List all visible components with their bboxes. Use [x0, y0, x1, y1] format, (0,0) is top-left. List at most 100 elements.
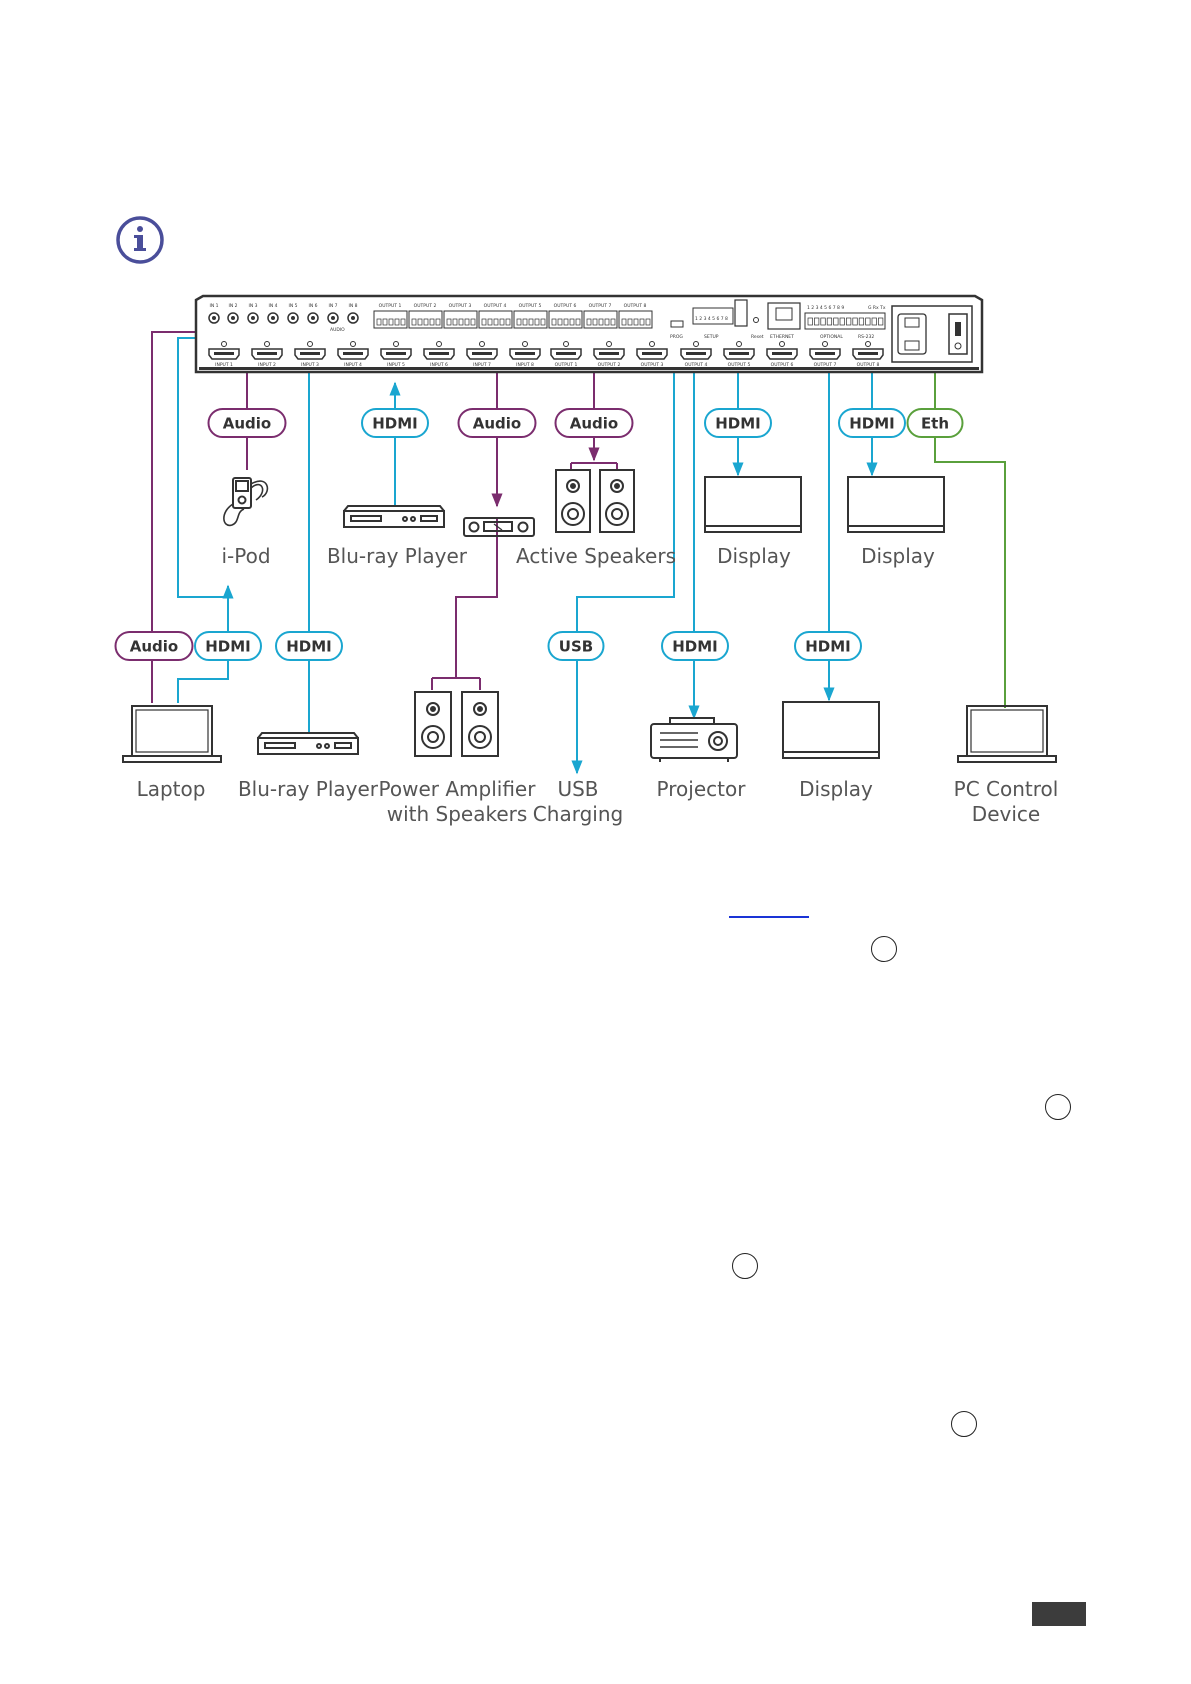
tag-hdmi-laptop-label: HDMI: [205, 638, 251, 656]
hdmi-input-port-label: INPUT 6: [430, 362, 448, 368]
terminal-pin: [852, 317, 858, 326]
audio-input-label: IN 4: [269, 303, 278, 309]
audio-output-label: OUTPUT 5: [519, 303, 542, 309]
terminal-pin: [528, 318, 534, 326]
step-reference-circle: [951, 1411, 977, 1437]
tag-audio-laptop-label: Audio: [130, 638, 178, 656]
hdmi-output-port-label: OUTPUT 8: [857, 362, 880, 368]
hdmi-port-pins: [343, 352, 363, 355]
hdmi-input-port-label: INPUT 2: [258, 362, 276, 368]
tag-audio-laptop: [114, 631, 194, 661]
terminal-pin: [435, 318, 441, 326]
power-switch: [948, 313, 968, 355]
terminal-pin: [633, 318, 639, 326]
hdmi-screw: [563, 341, 569, 347]
terminal-pin: [592, 318, 598, 326]
hdmi-screw: [307, 341, 313, 347]
terminal-pin: [493, 318, 499, 326]
audio-output-terminal: [548, 310, 583, 329]
step-reference-circle: [732, 1253, 758, 1279]
pc-control-device-icon: [957, 705, 1057, 763]
audio-output-terminal: [478, 310, 513, 329]
audio-output-label: OUTPUT 8: [624, 303, 647, 309]
terminal-pin: [464, 318, 470, 326]
audio-input-label: IN 3: [249, 303, 258, 309]
audio-output-label: OUTPUT 1: [379, 303, 402, 309]
hdmi-output-port-label: OUTPUT 4: [685, 362, 708, 368]
hdmi-output-port: [593, 348, 625, 360]
tag-hdmi-bluray-top-label: HDMI: [372, 415, 418, 433]
ethernet-port: [767, 302, 801, 330]
hdmi-input-port-label: INPUT 1: [215, 362, 233, 368]
hdmi-port-pins: [556, 352, 576, 355]
hdmi-output-port: [766, 348, 798, 360]
hyperlink-underline[interactable]: [729, 916, 809, 918]
prog-label: PROG: [670, 334, 683, 340]
hdmi-screw: [522, 341, 528, 347]
hdmi-input-port-label: INPUT 4: [344, 362, 362, 368]
caption-projector: Projector: [657, 777, 747, 801]
terminal-pin: [452, 318, 458, 326]
terminal-pin: [522, 318, 528, 326]
hdmi-screw: [606, 341, 612, 347]
hdmi-output-port-label: OUTPUT 3: [641, 362, 664, 368]
tag-hdmi-projector: [661, 631, 729, 661]
terminal-pin: [858, 317, 865, 326]
terminal-pin: [846, 317, 852, 326]
audio-output-terminal: [513, 310, 548, 329]
caption-pc-control-line1: PC Control: [954, 777, 1059, 801]
audio-input-jack-center: [351, 316, 355, 320]
hdmi-input-port: [423, 348, 455, 360]
hdmi-screw: [736, 341, 742, 347]
tag-usb: [547, 631, 605, 661]
hdmi-port-pins: [815, 352, 835, 355]
terminal-pin: [621, 318, 627, 326]
terminal-pin: [878, 317, 884, 326]
hdmi-input-port: [294, 348, 326, 360]
terminal-pin: [534, 318, 540, 326]
audio-input-jack: [287, 312, 299, 324]
terminal-pin: [833, 317, 839, 326]
optional-label: OPTIONAL: [820, 334, 843, 340]
terminal-pin: [598, 318, 604, 326]
terminal-pin: [610, 318, 616, 326]
amplifier-speakers-icon: [414, 691, 499, 757]
tag-hdmi-display2: [838, 408, 906, 438]
bluray-player-top-icon: [343, 505, 445, 528]
hdmi-port-pins: [599, 352, 619, 355]
tag-eth-label: Eth: [921, 415, 949, 433]
audio-input-label: IN 7: [329, 303, 338, 309]
tag-hdmi-display3: [794, 631, 862, 661]
power-module: [891, 305, 973, 363]
terminal-pin: [423, 318, 429, 326]
reset-button: [753, 317, 759, 323]
caption-active-speakers: Active Speakers: [516, 544, 676, 568]
audio-output-terminal: [373, 310, 408, 329]
hdmi-port-pins: [472, 352, 492, 355]
audio-input-jack: [307, 312, 319, 324]
page-number-tab: [1032, 1602, 1086, 1626]
terminal-pin: [458, 318, 464, 326]
dip-numbers: 1 2 3 4 5 6 7 8: [695, 316, 728, 322]
hdmi-port-pins: [515, 352, 535, 355]
caption-ipod: i-Pod: [221, 544, 270, 568]
audio-input-jack-center: [251, 316, 255, 320]
caption-pc-control-line2: Device: [972, 802, 1040, 826]
audio-input-jack-center: [291, 316, 295, 320]
caption-usb-line2: Charging: [533, 802, 623, 826]
terminal-pin: [563, 318, 569, 326]
hdmi-output-port-label: OUTPUT 1: [555, 362, 578, 368]
captions: i-Pod Blu-ray Player Active Speakers Dis…: [137, 544, 1059, 826]
terminal-pin: [429, 318, 435, 326]
tag-hdmi-display1-label: HDMI: [715, 415, 761, 433]
hdmi-screw: [822, 341, 828, 347]
audio-input-label: IN 1: [210, 303, 219, 309]
audio-output-label: OUTPUT 7: [589, 303, 612, 309]
terminal-numbers: 1 2 3 4 5 6 7 8 9: [807, 305, 844, 311]
terminal-pin: [376, 318, 382, 326]
display-1-icon: [704, 476, 802, 533]
tag-hdmi-display2-label: HDMI: [849, 415, 895, 433]
